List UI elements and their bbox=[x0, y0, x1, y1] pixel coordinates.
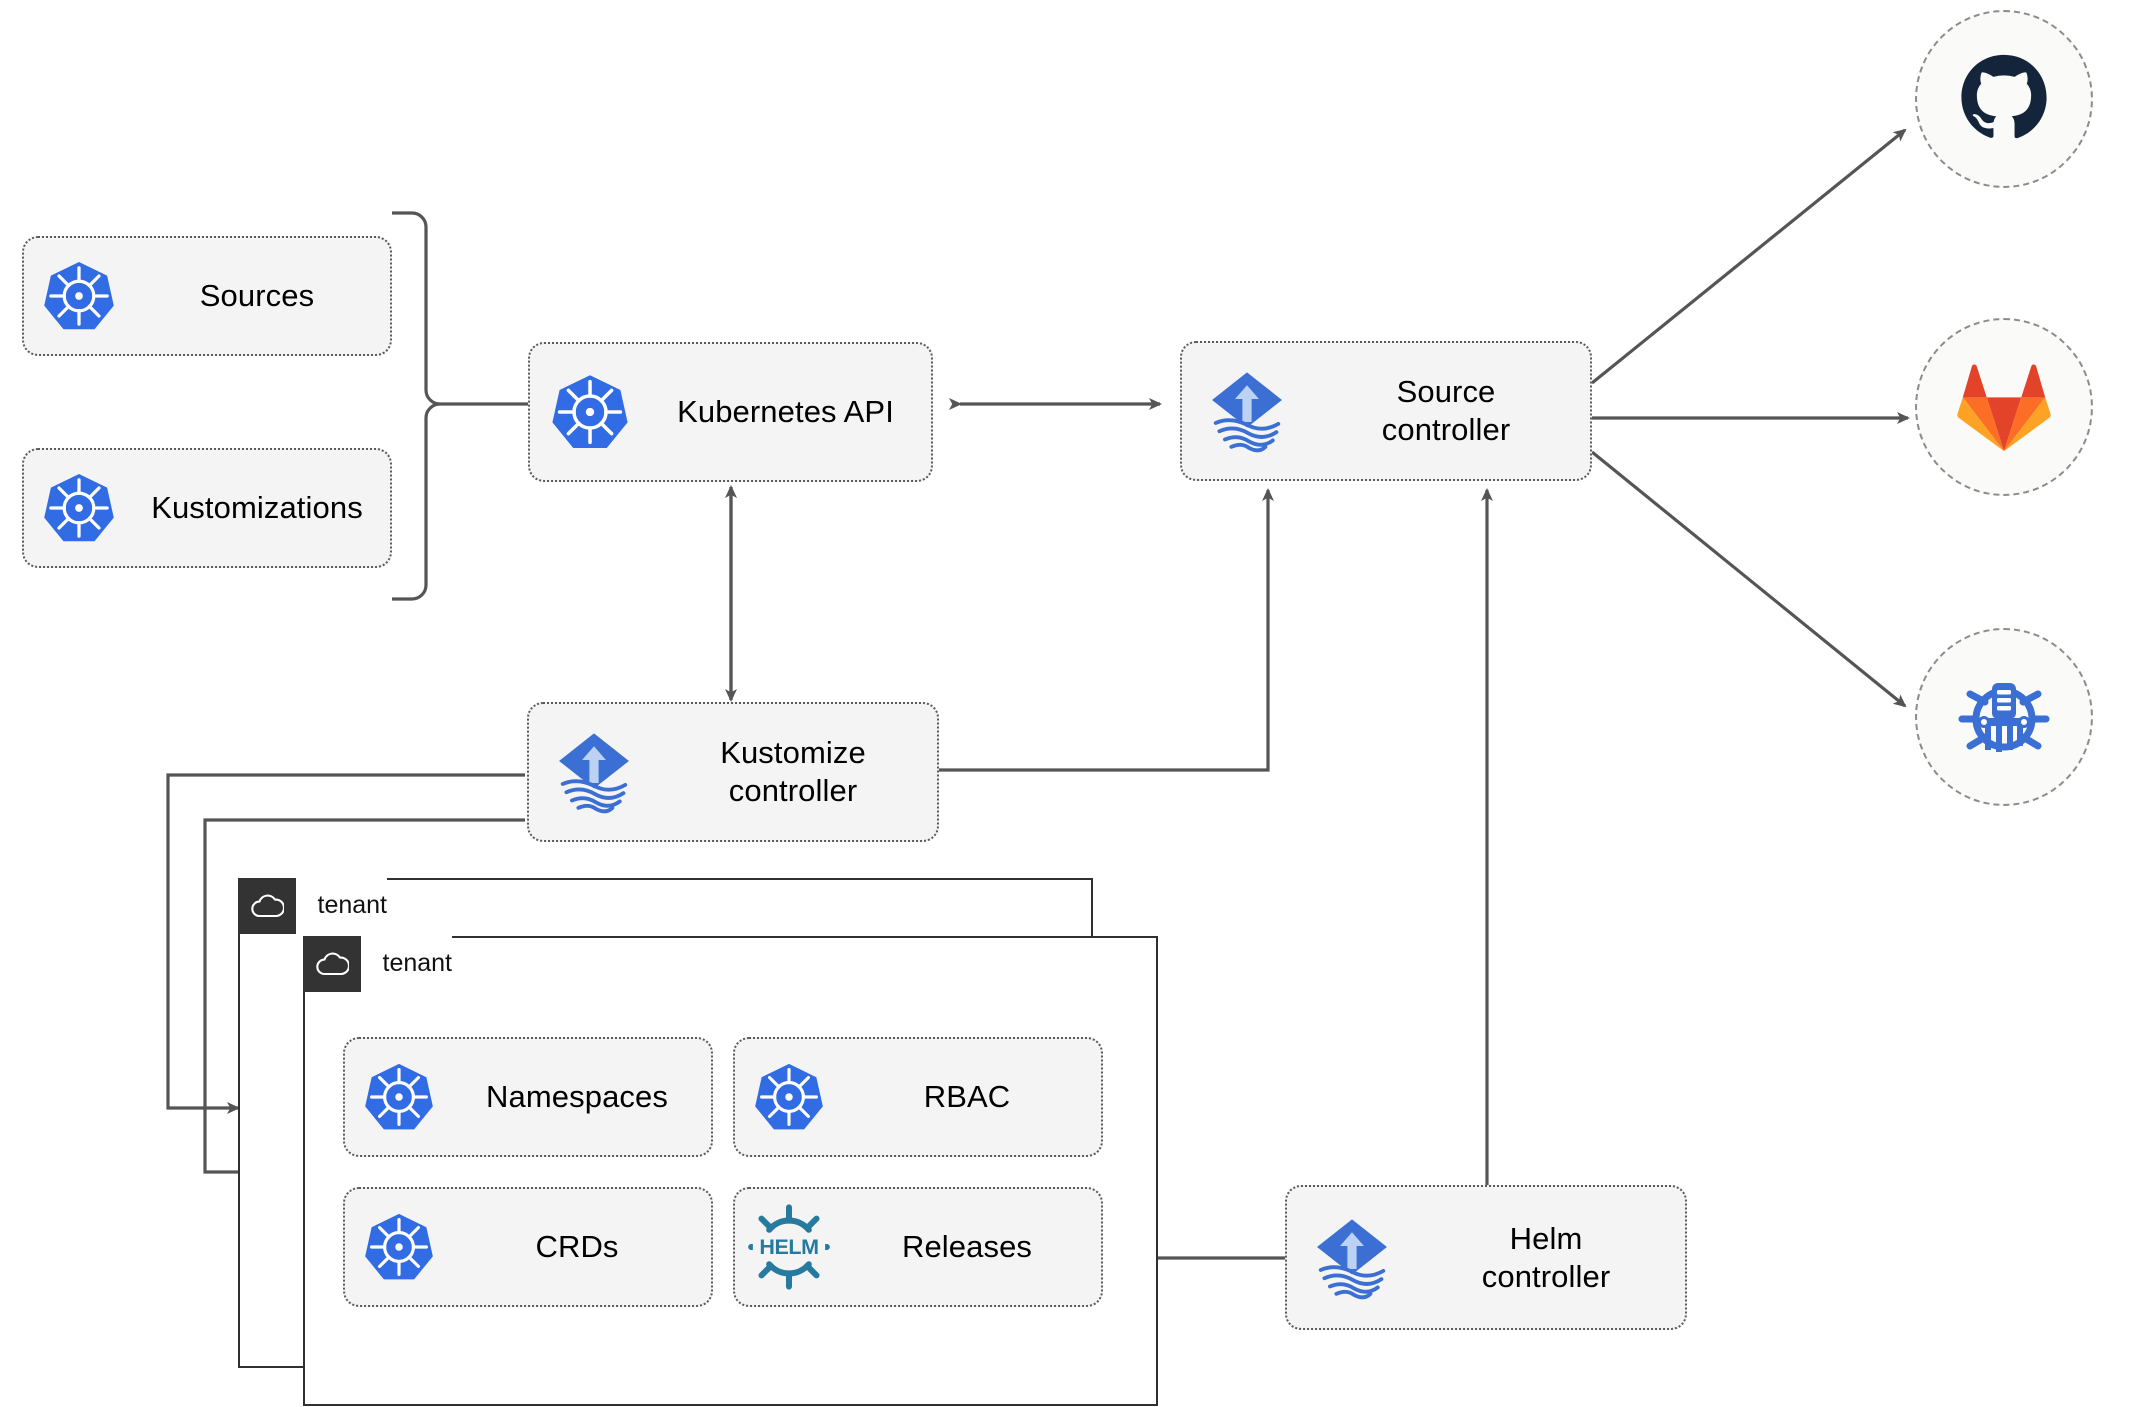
node-kustomizations[interactable]: Kustomizations bbox=[22, 448, 392, 568]
node-label: Namespaces bbox=[486, 1079, 668, 1115]
kubernetes-icon bbox=[735, 1061, 843, 1133]
node-label: Source controller bbox=[1381, 374, 1511, 447]
kubernetes-icon bbox=[24, 471, 134, 545]
flux-icon bbox=[1287, 1212, 1417, 1304]
flux-icon bbox=[1182, 365, 1312, 457]
svg-text:HELM: HELM bbox=[759, 1235, 818, 1259]
node-helm-controller[interactable]: Helm controller bbox=[1285, 1185, 1687, 1330]
node-label: Sources bbox=[199, 278, 315, 314]
node-label: Kustomizations bbox=[151, 490, 363, 526]
endpoint-gitlab[interactable] bbox=[1915, 318, 2093, 496]
kubernetes-icon bbox=[345, 1211, 453, 1283]
node-kustomize-controller[interactable]: Kustomize controller bbox=[527, 702, 939, 842]
node-sources[interactable]: Sources bbox=[22, 236, 392, 356]
cloud-icon bbox=[237, 877, 296, 934]
helm-icon: HELM bbox=[735, 1204, 843, 1290]
github-icon bbox=[1961, 54, 2047, 139]
tenant-tab: tenant bbox=[237, 877, 388, 934]
tenant-label: tenant bbox=[382, 949, 453, 977]
node-kubernetes-api[interactable]: Kubernetes API bbox=[528, 342, 933, 482]
node-label: Kubernetes API bbox=[677, 394, 894, 430]
node-label: RBAC bbox=[923, 1079, 1011, 1115]
endpoint-github[interactable] bbox=[1915, 10, 2093, 188]
gitlab-icon bbox=[1957, 364, 2051, 452]
node-namespaces[interactable]: Namespaces bbox=[343, 1037, 713, 1157]
kubernetes-icon bbox=[24, 259, 134, 333]
flux-icon bbox=[529, 726, 659, 818]
node-crds[interactable]: CRDs bbox=[343, 1187, 713, 1307]
tenant-label: tenant bbox=[317, 891, 388, 919]
node-label: Kustomize controller bbox=[720, 735, 866, 808]
endpoint-bucket[interactable] bbox=[1915, 628, 2093, 806]
tenant-card-front: tenant bbox=[302, 935, 1158, 1406]
bucket-icon bbox=[1958, 683, 2050, 752]
node-releases[interactable]: HELM Releases bbox=[733, 1187, 1103, 1307]
tenant-tab: tenant bbox=[302, 935, 453, 992]
node-rbac[interactable]: RBAC bbox=[733, 1037, 1103, 1157]
kubernetes-icon bbox=[345, 1061, 453, 1133]
cloud-icon bbox=[302, 935, 361, 992]
node-source-controller[interactable]: Source controller bbox=[1180, 341, 1592, 481]
node-label: Releases bbox=[901, 1229, 1033, 1265]
kubernetes-icon bbox=[530, 372, 650, 452]
node-label: Helm controller bbox=[1481, 1220, 1611, 1294]
node-label: CRDs bbox=[535, 1229, 619, 1265]
